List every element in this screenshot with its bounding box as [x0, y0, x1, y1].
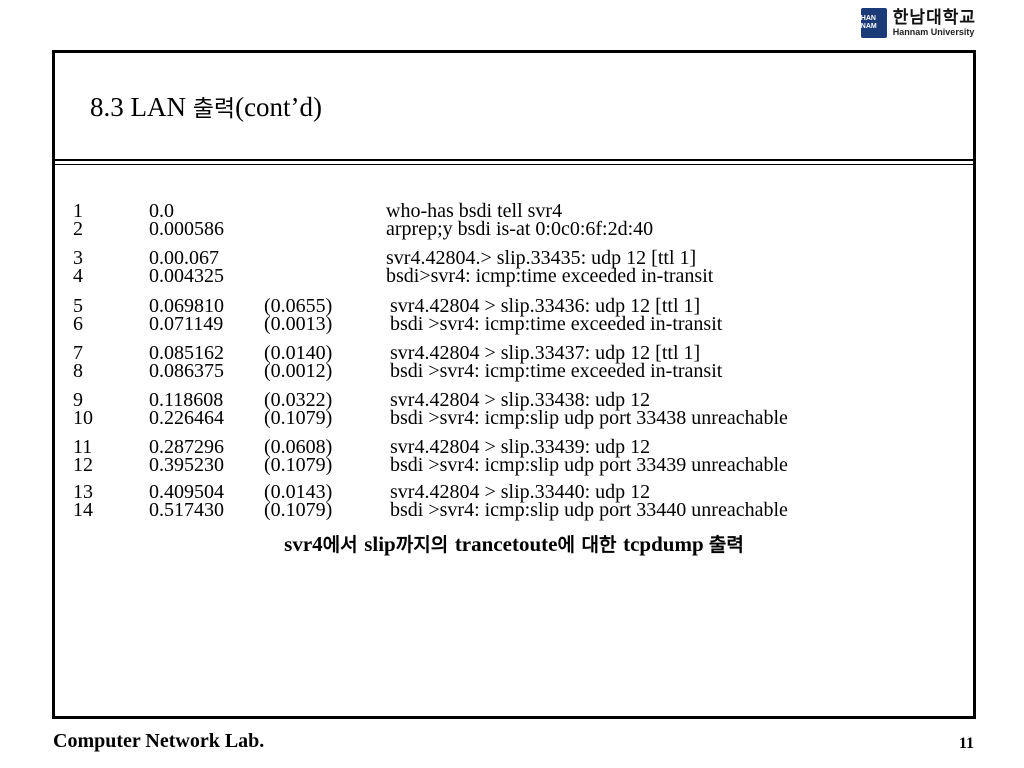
packet-message: svr4.42804 > slip.33440: udp 12 [390, 481, 651, 503]
timestamp: 0.118608 [149, 389, 224, 411]
packet-message: svr4.42804 > slip.33437: udp 12 [ttl 1] [390, 342, 701, 364]
line-number: 12 [73, 454, 93, 476]
line-number: 9 [73, 389, 83, 411]
packet-message: bsdi >svr4: icmp:slip udp port 33440 unr… [390, 499, 788, 521]
packet-message: svr4.42804 > slip.33439: udp 12 [390, 436, 651, 458]
university-emblem-icon: HAN NAM [860, 8, 887, 38]
line-number: 6 [73, 313, 83, 335]
line-number: 2 [73, 218, 83, 240]
timestamp: 0.086375 [149, 360, 224, 382]
packet-message: svr4.42804 > slip.33438: udp 12 [390, 389, 651, 411]
caption-part: 에 대한 [557, 534, 624, 556]
timestamp: 0.000586 [149, 218, 224, 240]
time-delta: (0.0608) [264, 436, 333, 458]
timestamp: 0.287296 [149, 436, 224, 458]
line-number: 3 [73, 247, 83, 269]
timestamp: 0.071149 [149, 313, 224, 335]
time-delta: (0.0140) [264, 342, 333, 364]
timestamp: 0.0 [149, 200, 174, 222]
timestamp: 0.00.067 [149, 247, 219, 269]
time-delta: (0.1079) [264, 499, 333, 521]
time-delta: (0.0013) [264, 313, 333, 335]
footer-lab-name: Computer Network Lab. [53, 730, 265, 752]
logo-emblem-text: HAN NAM [860, 15, 877, 30]
caption-part: trancetoute [454, 532, 558, 556]
logo-name-ko: 한남대학교 [892, 7, 976, 27]
logo-name-en: Hannam University [892, 26, 975, 37]
slide-caption: svr4에서 slip까지의 trancetoute에 대한 tcpdump 출… [55, 530, 973, 557]
caption-part: tcpdump [623, 532, 709, 556]
line-number: 11 [73, 436, 93, 458]
packet-message: svr4.42804 > slip.33436: udp 12 [ttl 1] [390, 295, 701, 317]
time-delta: (0.0655) [264, 295, 333, 317]
timestamp: 0.395230 [149, 454, 224, 476]
packet-message: bsdi >svr4: icmp:slip udp port 33439 unr… [390, 454, 788, 476]
caption-part: 에서 [322, 534, 365, 556]
packet-message: svr4.42804.> slip.33435: udp 12 [ttl 1] [386, 247, 697, 269]
caption-part: 까지의 [395, 534, 455, 556]
title-divider [55, 159, 973, 161]
timestamp: 0.004325 [149, 265, 224, 287]
time-delta: (0.1079) [264, 454, 333, 476]
caption-part: 출력 [708, 534, 744, 556]
line-number: 10 [73, 407, 93, 429]
title-divider-thin [55, 164, 973, 165]
title-korean: 출력 [192, 96, 236, 122]
timestamp: 0.226464 [149, 407, 224, 429]
title-prefix: 8.3 LAN [90, 92, 193, 122]
timestamp: 0.517430 [149, 499, 224, 521]
logo-text: 한남대학교 Hannam University [892, 7, 976, 38]
line-number: 4 [73, 265, 83, 287]
packet-message: bsdi >svr4: icmp:time exceeded in-transi… [390, 313, 723, 335]
page-number: 11 [958, 735, 974, 752]
line-number: 14 [73, 499, 93, 521]
packet-message: bsdi >svr4: icmp:time exceeded in-transi… [390, 360, 723, 382]
time-delta: (0.0143) [264, 481, 333, 503]
slide-title: 8.3 LAN 출력(cont’d) [90, 89, 322, 123]
title-suffix: (cont’d) [235, 92, 323, 122]
packet-message: arprep;y bsdi is-at 0:0c0:6f:2d:40 [386, 218, 654, 240]
line-number: 7 [73, 342, 83, 364]
packet-message: bsdi >svr4: icmp:slip udp port 33438 unr… [390, 407, 788, 429]
line-number: 13 [73, 481, 93, 503]
line-number: 8 [73, 360, 83, 382]
timestamp: 0.409504 [149, 481, 224, 503]
caption-part: svr4 [284, 532, 323, 556]
line-number: 1 [73, 200, 83, 222]
packet-message: bsdi>svr4: icmp:time exceeded in-transit [386, 265, 714, 287]
time-delta: (0.0322) [264, 389, 333, 411]
packet-message: who-has bsdi tell svr4 [386, 200, 563, 222]
line-number: 5 [73, 295, 83, 317]
time-delta: (0.0012) [264, 360, 333, 382]
time-delta: (0.1079) [264, 407, 333, 429]
timestamp: 0.085162 [149, 342, 224, 364]
timestamp: 0.069810 [149, 295, 224, 317]
university-logo: HAN NAM 한남대학교 Hannam University [860, 7, 976, 38]
caption-part: slip [364, 532, 396, 556]
